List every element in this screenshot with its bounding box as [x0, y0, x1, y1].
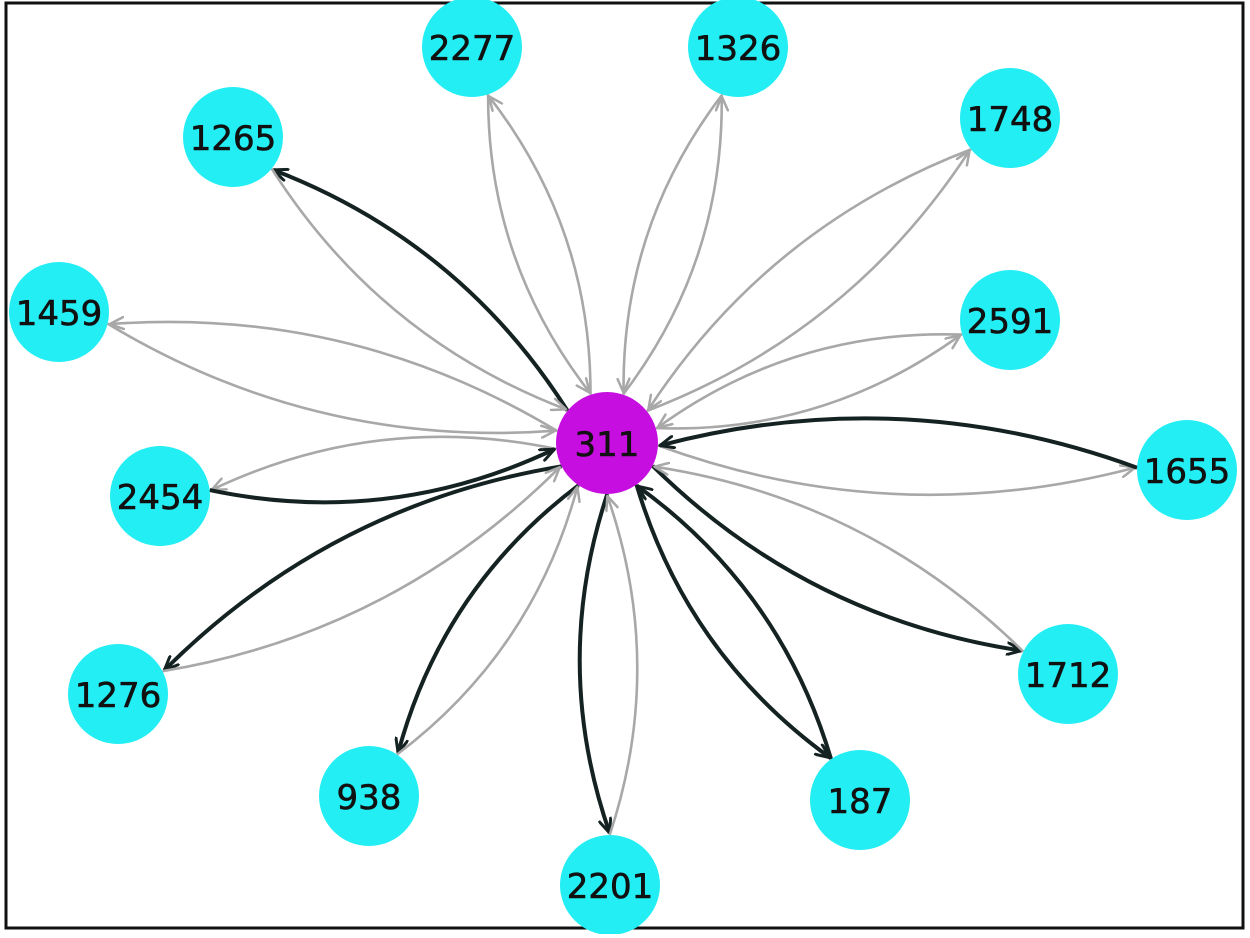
- center-node-circle: [556, 392, 658, 494]
- node-circle: [560, 835, 660, 935]
- node-2591: 2591: [960, 270, 1060, 370]
- edge-311-to-1276: [164, 464, 562, 670]
- edge-311-to-938: [398, 483, 580, 753]
- node-label: 1265: [190, 119, 277, 159]
- node-1265: 1265: [183, 87, 283, 187]
- node-2201: 2201: [560, 835, 660, 935]
- edge-1712-to-311: [654, 467, 1025, 653]
- edge-311-to-2591: [655, 335, 961, 430]
- node-label: 1712: [1025, 656, 1112, 696]
- node-label: 1326: [695, 29, 782, 69]
- edge-2591-to-311: [658, 332, 963, 427]
- center-node-label: 311: [575, 425, 640, 465]
- edge-311-to-2277: [489, 96, 592, 395]
- node-label: 2591: [967, 302, 1054, 342]
- edge-311-to-1265: [273, 170, 570, 412]
- edge-1655-to-311: [660, 416, 1138, 470]
- edge-1276-to-311: [162, 467, 560, 673]
- node-circle: [183, 87, 283, 187]
- node-187: 187: [810, 750, 910, 850]
- node-circle: [422, 0, 522, 97]
- node-label: 2201: [567, 867, 654, 907]
- node-label: 1459: [16, 294, 103, 334]
- node-circle: [319, 746, 419, 846]
- edge-2201-to-311: [607, 496, 639, 836]
- node-2277: 2277: [422, 0, 522, 97]
- node-1459: 1459: [9, 262, 109, 362]
- edge-2277-to-311: [486, 94, 590, 393]
- node-1748: 1748: [960, 68, 1060, 168]
- edge-2454-to-311: [209, 447, 555, 505]
- edge-311-to-1459: [110, 322, 559, 433]
- node-circle: [960, 68, 1060, 168]
- edge-1326-to-311: [624, 93, 724, 393]
- edge-187-to-311: [638, 484, 834, 760]
- node-circle: [110, 446, 210, 546]
- edge-311-to-1655: [657, 444, 1135, 497]
- node-2454: 2454: [110, 446, 210, 546]
- node-1276: 1276: [68, 644, 168, 744]
- node-1655: 1655: [1137, 420, 1237, 520]
- node-circle: [810, 750, 910, 850]
- nodes-layer: 2277 1326 1748 2591 1655 1712 187 2201 938 1276 24…: [9, 0, 1237, 935]
- edge-311-to-1326: [621, 96, 722, 396]
- node-circle: [688, 0, 788, 97]
- edge-311-to-1712: [651, 464, 1022, 651]
- node-circle: [9, 262, 109, 362]
- node-label: 187: [828, 782, 893, 822]
- edge-1265-to-311: [270, 168, 566, 410]
- node-label: 2277: [429, 29, 516, 69]
- node-label: 2454: [117, 478, 204, 518]
- node-label: 1748: [967, 100, 1054, 140]
- node-circle: [1018, 624, 1118, 724]
- node-circle: [68, 644, 168, 744]
- node-1712: 1712: [1018, 624, 1118, 724]
- node-circle: [960, 270, 1060, 370]
- edge-311-to-2201: [577, 493, 610, 833]
- edge-311-to-2454: [212, 435, 557, 490]
- edge-311-to-187: [634, 484, 830, 760]
- node-circle: [1137, 420, 1237, 520]
- node-label: 1276: [75, 676, 162, 716]
- node-1326: 1326: [688, 0, 788, 97]
- edge-1748-to-311: [648, 148, 972, 409]
- node-938: 938: [319, 746, 419, 846]
- edge-938-to-311: [396, 487, 577, 756]
- edge-311-to-1748: [646, 151, 970, 413]
- center-node-311: 311: [556, 392, 658, 494]
- node-label: 938: [337, 778, 402, 818]
- edge-1459-to-311: [106, 322, 556, 433]
- edges-layer: [106, 93, 1138, 836]
- node-label: 1655: [1144, 452, 1231, 492]
